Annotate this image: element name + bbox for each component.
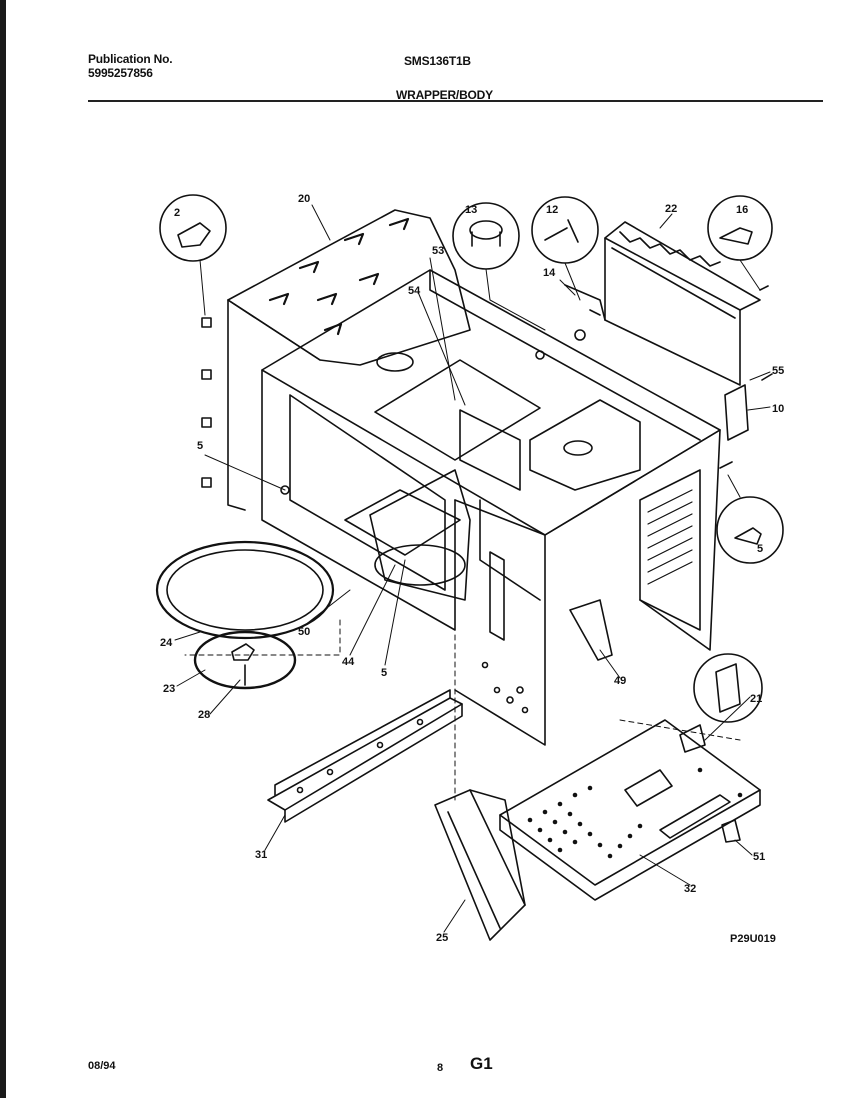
- callout-16: 16: [736, 204, 748, 216]
- callout-24: 24: [160, 637, 173, 649]
- callout-28: 28: [198, 709, 210, 721]
- callout-49: 49: [614, 675, 626, 687]
- callout-20: 20: [298, 193, 310, 205]
- back-panel-part: [604, 221, 761, 386]
- callout-circles: [159, 194, 784, 723]
- callout-31: 31: [255, 849, 267, 861]
- turntable-part: [155, 540, 335, 690]
- callout-44: 44: [342, 656, 355, 668]
- header-rule: [88, 100, 823, 102]
- drawing-code: P29U019: [730, 933, 776, 945]
- callout-13: 13: [465, 204, 477, 216]
- page-number: 8: [437, 1062, 444, 1074]
- callout-21: 21: [750, 693, 762, 705]
- scan-border: [0, 0, 6, 1098]
- callout-14: 14: [543, 267, 556, 279]
- callout-5-right: 5: [757, 543, 763, 555]
- model-number: SMS136T1B: [404, 54, 471, 68]
- callout-5-left: 5: [197, 440, 203, 452]
- callout-12: 12: [546, 204, 558, 216]
- callout-54: 54: [408, 285, 421, 297]
- callout-2: 2: [174, 207, 180, 219]
- base-plate-part: [499, 719, 761, 901]
- callout-50: 50: [298, 626, 310, 638]
- section-title: WRAPPER/BODY: [396, 88, 493, 102]
- callout-25: 25: [436, 932, 448, 944]
- cavity-body-part: [261, 269, 721, 746]
- publication-number: 5995257856: [88, 66, 153, 80]
- callout-10: 10: [772, 403, 784, 415]
- group-code: G1: [470, 1054, 493, 1073]
- bottom-rail-part: [267, 689, 463, 823]
- side-clips: [201, 317, 212, 488]
- callout-32: 32: [684, 883, 696, 895]
- leader-lines: [174, 204, 771, 933]
- wrapper-cover-part: [227, 209, 471, 511]
- callout-51: 51: [753, 851, 765, 863]
- small-parts: [564, 284, 773, 843]
- footer-date: 08/94: [88, 1060, 116, 1072]
- bracket-part: [434, 789, 526, 941]
- callout-53: 53: [432, 245, 444, 257]
- publication-label: Publication No.: [88, 52, 173, 66]
- callout-5-bottom: 5: [381, 667, 387, 679]
- callout-22: 22: [665, 203, 677, 215]
- callout-23: 23: [163, 683, 175, 695]
- callout-55: 55: [772, 365, 784, 377]
- callout-labels: 2 20 13 12 22 16 53 54 14 55 10 5 5 24 2…: [160, 193, 784, 945]
